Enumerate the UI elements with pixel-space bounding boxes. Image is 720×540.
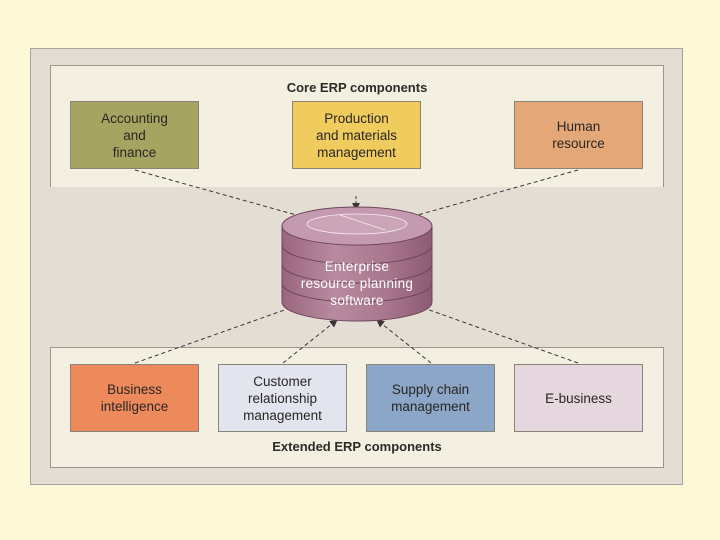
production-materials-box: Production and materials management [292, 101, 421, 169]
arrow-scm-to-erp [376, 319, 432, 364]
accounting-finance-box: Accounting and finance [70, 101, 199, 169]
business-intelligence-box: Business intelligence [70, 364, 199, 432]
arrow-crm-to-erp [282, 319, 338, 364]
extended-components-title: Extended ERP components [272, 439, 442, 454]
supply-chain-box: Supply chain management [366, 364, 495, 432]
arrow-bi-to-erp [134, 300, 308, 364]
arrow-accounting-to-erp [134, 169, 308, 220]
erp-software-label: Enterprise resource planning software [300, 259, 414, 308]
arrow-hr-to-erp [406, 169, 579, 220]
arrow-ebusiness-to-erp [406, 300, 579, 364]
human-resource-box: Human resource [514, 101, 643, 169]
erp-database-icon [281, 206, 433, 322]
e-business-box: E-business [514, 364, 643, 432]
core-components-title: Core ERP components [286, 80, 428, 95]
customer-relationship-box: Customer relationship management [218, 364, 347, 432]
